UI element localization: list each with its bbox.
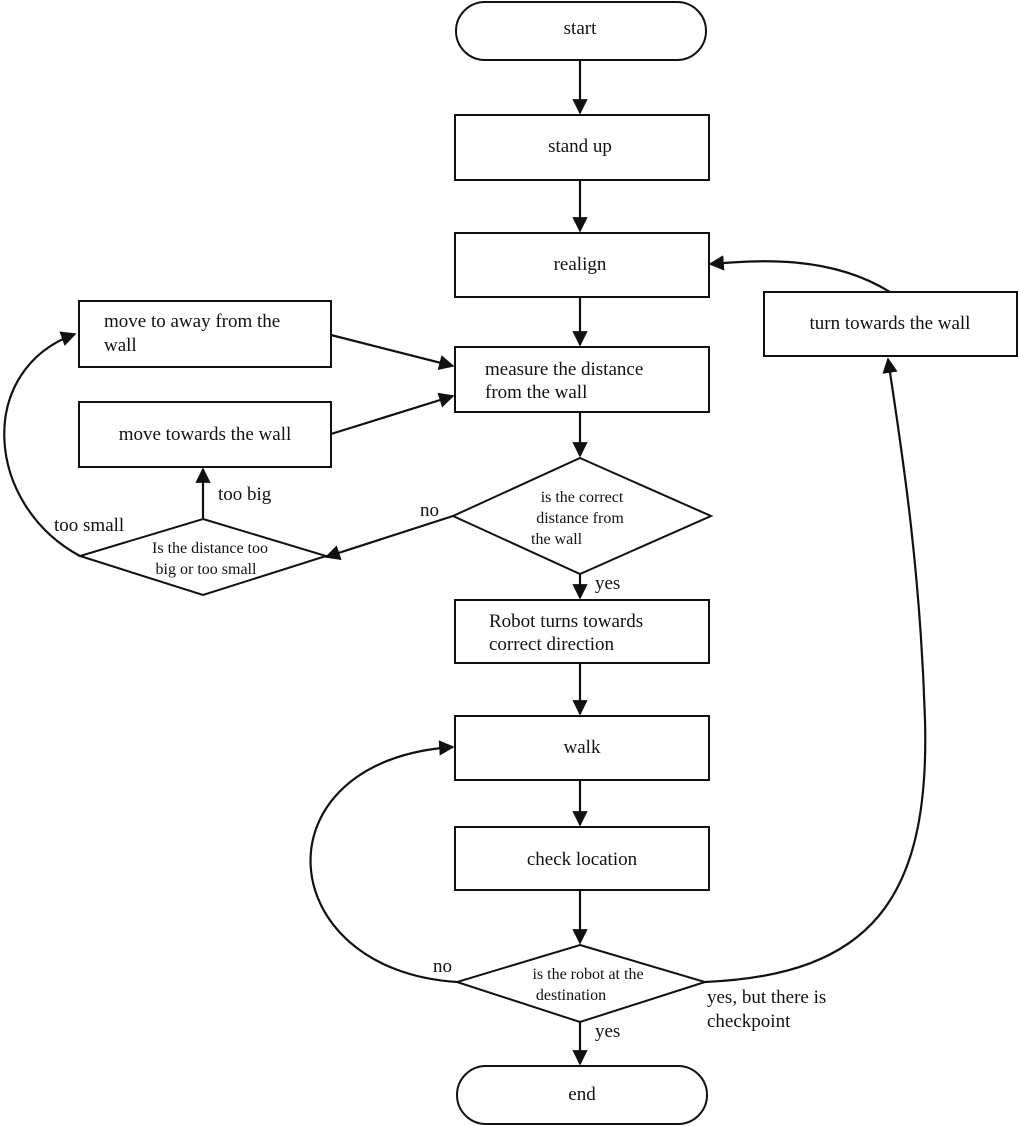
move-away-box: move to away from the wall	[78, 300, 332, 368]
edge-too-small-move-away	[3, 331, 81, 557]
correct-distance-line2: distance from	[536, 510, 624, 527]
edge-no-too-big-small	[324, 514, 454, 561]
at-destination-decision: is the robot at the destination	[453, 943, 709, 1024]
end-node: end	[456, 1065, 708, 1125]
move-towards-box: move towards the wall	[78, 401, 332, 468]
edge-move-away-measure	[330, 333, 455, 371]
too-small-label: too small	[54, 515, 124, 536]
check-location-label: check location	[527, 849, 638, 870]
correct-distance-line1: is the correct	[541, 489, 624, 506]
edge-labels: too big too small no yes no yes yes, but…	[54, 484, 826, 1042]
edge-move-towards-measure	[330, 392, 455, 436]
turn-wall-label: turn towards the wall	[810, 313, 971, 334]
correct-distance-line3: the wall	[531, 531, 583, 548]
move-away-label-line2: wall	[104, 335, 137, 356]
at-destination-line2: destination	[536, 987, 606, 1004]
realign-box: realign	[454, 232, 710, 298]
checkpoint-label-line2: checkpoint	[707, 1011, 791, 1032]
robot-turns-line1: Robot turns towards	[489, 611, 643, 632]
measure-box: measure the distance from the wall	[454, 346, 710, 413]
no-distance-label: no	[420, 500, 439, 521]
edge-turn-wall-realign	[708, 255, 891, 293]
at-destination-line1: is the robot at the	[532, 966, 643, 983]
too-big-small-line2: big or too small	[156, 561, 257, 578]
checkpoint-label-line1: yes, but there is	[707, 987, 826, 1008]
correct-distance-decision: is the correct distance from the wall	[450, 456, 714, 576]
edge-checkpoint-turn-wall	[704, 357, 927, 984]
measure-label-line2: from the wall	[485, 382, 587, 403]
yes-distance-label: yes	[595, 573, 620, 594]
start-node: start	[455, 1, 707, 61]
check-location-box: check location	[454, 826, 710, 891]
too-big-small-decision: Is the distance too big or too small	[76, 517, 330, 597]
too-big-small-line1: Is the distance too	[152, 540, 268, 557]
no-destination-label: no	[433, 956, 452, 977]
start-label: start	[564, 18, 597, 39]
move-away-label-line1: move to away from the	[104, 311, 280, 332]
walk-box: walk	[454, 715, 710, 781]
turn-wall-box: turn towards the wall	[763, 291, 1018, 357]
edge-no-walk-loop	[309, 740, 458, 984]
measure-label-line1: measure the distance	[485, 359, 643, 380]
yes-destination-label: yes	[595, 1021, 620, 1042]
too-big-label: too big	[218, 484, 272, 505]
stand-up-box: stand up	[454, 114, 710, 181]
robot-turns-line2: correct direction	[489, 634, 615, 655]
stand-up-label: stand up	[548, 136, 612, 157]
robot-turns-box: Robot turns towards correct direction	[454, 599, 710, 664]
realign-label: realign	[554, 254, 607, 275]
end-label: end	[568, 1084, 596, 1105]
move-towards-label: move towards the wall	[119, 424, 292, 445]
walk-label: walk	[564, 737, 601, 758]
edges	[3, 60, 927, 1066]
